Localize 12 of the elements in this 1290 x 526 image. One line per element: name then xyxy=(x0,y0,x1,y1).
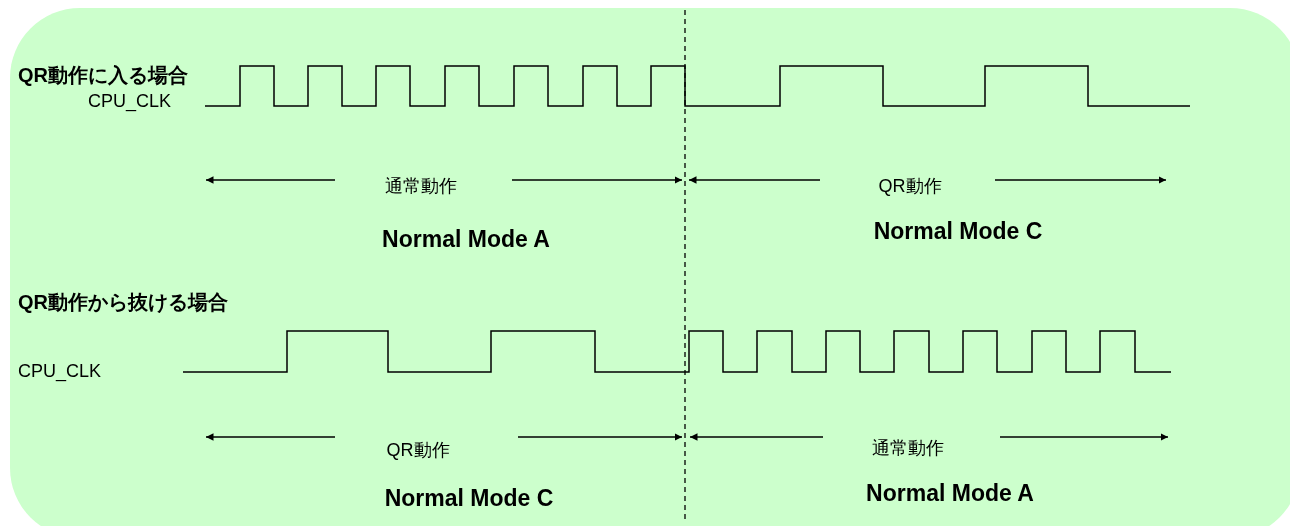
mode-label: 通常動作 xyxy=(385,177,457,197)
mode-name: Normal Mode A xyxy=(866,481,1034,507)
mode-name: Normal Mode C xyxy=(873,219,1043,245)
section-heading: QR動作に入る場合 xyxy=(18,64,188,86)
mode-name: Normal Mode A xyxy=(382,227,550,253)
mode-label: 通常動作 xyxy=(872,439,944,459)
signal-name: CPU_CLK xyxy=(88,92,172,112)
mode-name: Normal Mode C xyxy=(384,486,554,512)
signal-name: CPU_CLK xyxy=(18,362,102,382)
mode-label: QR動作 xyxy=(878,177,942,197)
section-heading: QR動作から抜ける場合 xyxy=(18,291,228,313)
mode-label: QR動作 xyxy=(386,441,450,461)
